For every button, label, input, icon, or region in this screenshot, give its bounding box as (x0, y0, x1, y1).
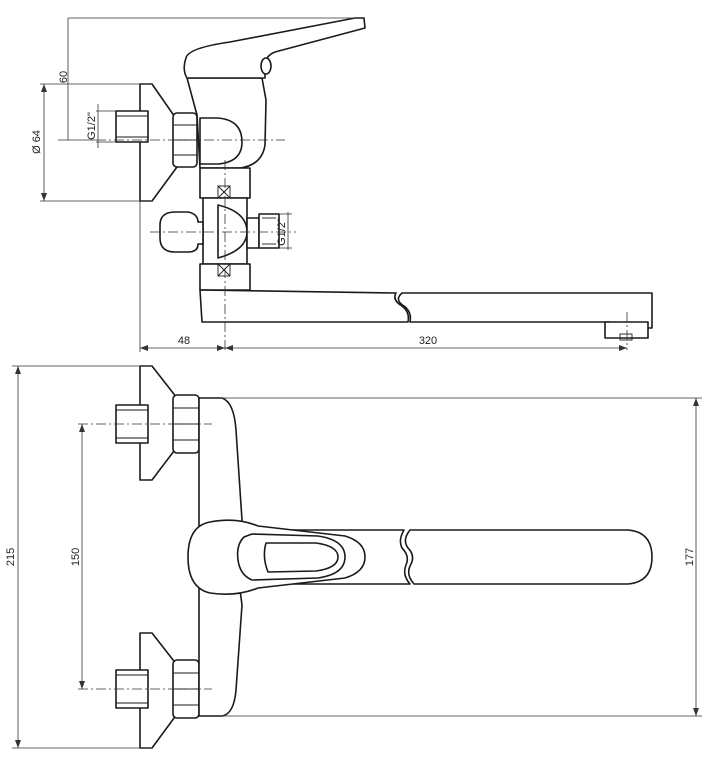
dim-64-text: Ø 64 (31, 130, 43, 154)
dim-48-text: 48 (178, 335, 190, 347)
inlet-connector (115, 110, 149, 143)
diverter-block (199, 167, 251, 291)
dim-horizontal: 48 320 (139, 201, 627, 352)
dim-inlet-thread: G1/2" (86, 104, 116, 148)
dim-outlet-thread: G1/2" (276, 212, 292, 250)
front-spout-end (404, 529, 653, 585)
dim-overall-height: 215 (5, 365, 152, 749)
dim-inlet-spacing: 150 (70, 424, 85, 689)
lever-handle (183, 17, 366, 79)
dim-inlet-thread-text: G1/2" (86, 112, 98, 140)
dim-177-text: 177 (684, 548, 696, 566)
front-lever-inner (263, 542, 339, 573)
dim-320-text: 320 (419, 335, 437, 347)
spout (199, 289, 410, 323)
mixer-dome (199, 117, 243, 165)
aerator (604, 321, 649, 339)
lever-pivot (260, 57, 272, 75)
shower-outlet (246, 213, 280, 249)
front-view: 215 150 177 (5, 365, 702, 749)
spout-end (397, 292, 653, 329)
dim-rosette-diameter: Ø 64 (31, 83, 152, 202)
dim-body-height: 177 (222, 397, 702, 717)
dim-215-text: 215 (5, 548, 17, 566)
dim-150-text: 150 (70, 548, 82, 566)
dim-outlet-thread-text: G1/2" (276, 218, 288, 246)
dim-60-text: 60 (58, 71, 70, 83)
aerator-cap (619, 333, 633, 341)
dim-handle-height: 60 (58, 17, 355, 141)
side-view: 60 Ø 64 G1/2" G1/2" (31, 17, 653, 352)
